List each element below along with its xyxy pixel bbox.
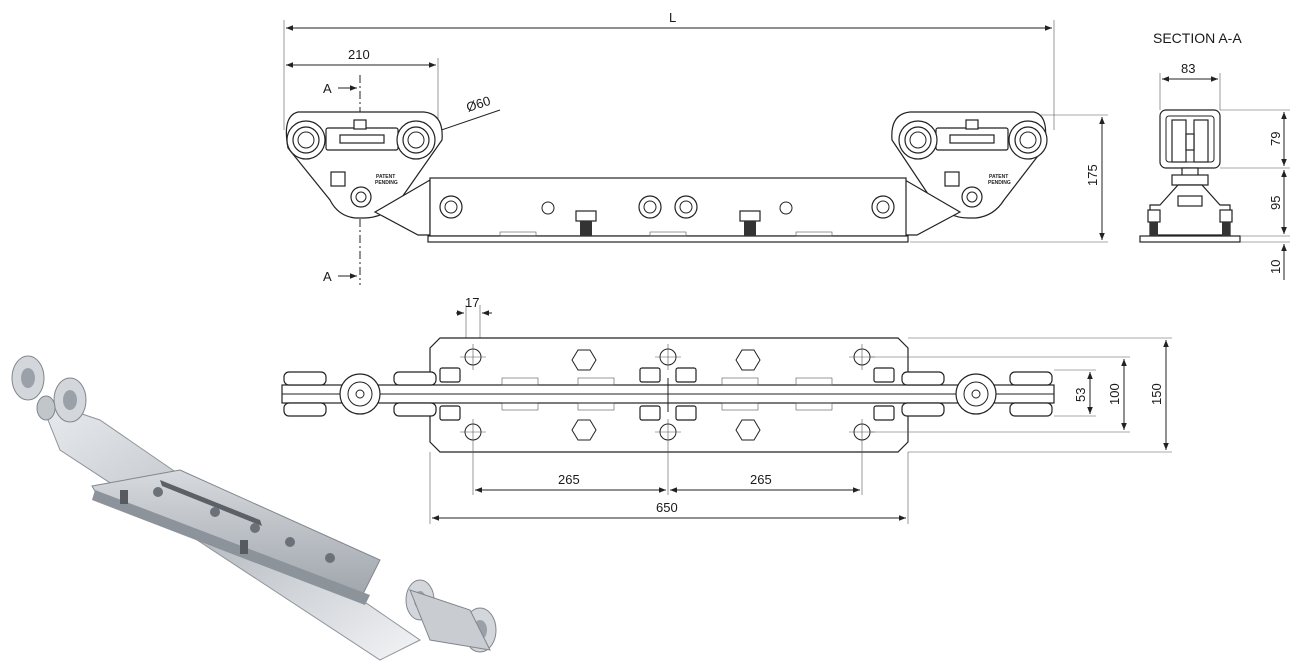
plan-view: 17 — [281, 295, 1172, 524]
svg-text:PATENT: PATENT — [376, 174, 395, 180]
svg-text:PENDING: PENDING — [375, 180, 398, 186]
dimension-track-width: 53 — [1073, 388, 1088, 402]
dimension-overall-length: L — [669, 10, 676, 25]
dimension-wheel-diameter: Ø60 — [464, 93, 492, 115]
dimension-hole-diameter: 17 — [465, 295, 479, 310]
front-elevation-view: L 210 A A Ø60 PATENT PENDING — [283, 10, 1108, 285]
section-view: SECTION A-A 83 79 95 10 — [1139, 30, 1290, 280]
dimension-plate-thickness: 10 — [1268, 260, 1283, 274]
svg-text:PENDING: PENDING — [988, 180, 1011, 186]
dimension-section-lower: 95 — [1268, 196, 1283, 210]
dimension-section-upper: 79 — [1268, 132, 1283, 146]
plan-left-wheels — [283, 371, 437, 417]
product-photo — [11, 355, 497, 661]
dimension-hole-spacing-right: 265 — [750, 472, 772, 487]
dimension-section-width: 83 — [1181, 61, 1195, 76]
svg-text:PATENT: PATENT — [989, 174, 1008, 180]
left-carriage: PATENT PENDING — [285, 111, 443, 219]
section-title: SECTION A-A — [1153, 30, 1242, 46]
main-bar — [427, 177, 909, 243]
section-marker-bottom: A — [323, 269, 332, 284]
dimension-hole-row-spacing: 100 — [1107, 383, 1122, 405]
dimension-hole-spacing-left: 265 — [558, 472, 580, 487]
dimension-plate-width: 150 — [1149, 383, 1164, 405]
right-carriage: PATENT PENDING — [891, 111, 1048, 219]
dimension-plate-length: 650 — [656, 500, 678, 515]
dimension-height-total: 175 — [1085, 164, 1100, 186]
dimension-carriage-width: 210 — [348, 47, 370, 62]
plan-right-wheels — [901, 371, 1053, 417]
section-marker-top: A — [323, 81, 332, 96]
